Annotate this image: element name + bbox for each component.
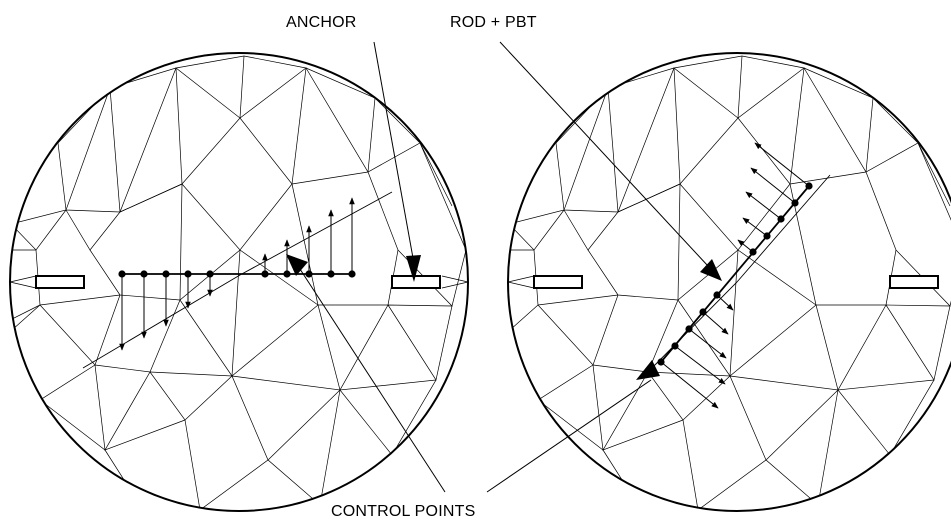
anchor-leader — [373, 41, 414, 259]
rod-pbt-label: ROD + PBT — [450, 14, 537, 31]
right-control-points — [657, 182, 813, 366]
rod-leader — [499, 41, 709, 267]
right-rod — [660, 185, 810, 363]
leader-arrowheads — [286, 254, 722, 380]
control-points-label: CONTROL POINTS — [331, 503, 476, 520]
left-force-arrows — [119, 197, 355, 351]
right-anchors — [507, 275, 939, 289]
right-force-arrows — [660, 142, 810, 409]
leader-lines — [297, 41, 709, 493]
left-disk-outline — [9, 52, 469, 512]
left-crack-line — [82, 191, 393, 369]
control-points-leader-right — [486, 379, 652, 493]
left-control-points — [118, 270, 356, 278]
right-disk-outline — [507, 52, 951, 512]
anchor-label: ANCHOR — [286, 14, 357, 31]
left-disk — [9, 52, 469, 512]
control-points-leader-left — [297, 265, 446, 493]
left-anchors — [9, 275, 469, 289]
